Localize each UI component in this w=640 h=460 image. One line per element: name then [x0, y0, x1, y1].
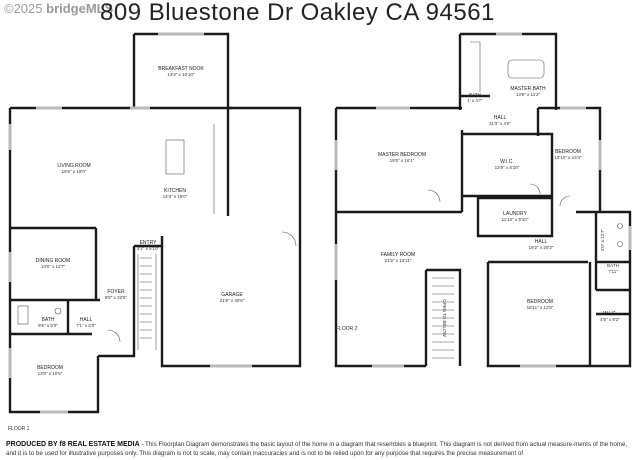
room-bedroom-dims: 13'0" x 10'5": [38, 371, 63, 376]
watermark: ©2025 bridgeMLS: [4, 1, 113, 16]
room-bedroom-bottom: BEDROOM: [527, 299, 553, 305]
floor2-windows: [334, 32, 632, 368]
room-living-room: LIVING ROOM: [57, 163, 90, 169]
room-hall: HALL: [80, 317, 93, 323]
room-breakfast-nook: BREAKFAST NOOK: [158, 66, 204, 72]
room-kitchen: KITCHEN: [164, 188, 186, 194]
copyright-text: ©2025: [4, 1, 43, 16]
room-hall-dims: 7'1" x 5'0": [76, 323, 96, 328]
floor1-windows: [8, 32, 252, 414]
room-master-bath-dims: 13'9" x 11'2": [516, 92, 541, 97]
room-garage-dims: 21'6" x 40'6": [220, 298, 245, 303]
room-bath: BATH: [42, 317, 55, 323]
room-master-bedroom: MASTER BEDROOM: [378, 152, 426, 158]
floor2-walls: [334, 32, 632, 368]
room-family-room: FAMILY ROOM: [381, 252, 415, 258]
producer-credit: PRODUCED BY f8 REAL ESTATE MEDIA: [6, 441, 140, 448]
room-entry: ENTRY: [140, 240, 158, 246]
room-wic-top-dims: 13'9" x 8'10": [495, 165, 520, 170]
room-dining-room-dims: 13'0" x 11'7": [41, 264, 66, 269]
room-laundry: LAUNDRY: [503, 211, 527, 217]
room-wic-top: W.I.C.: [500, 159, 514, 165]
room-bedroom-right-dims: 13'10" x 13'4": [554, 155, 582, 160]
room-bath-dims: 9'5" x 5'0": [38, 323, 58, 328]
floor1-label: FLOOR 1: [8, 426, 30, 432]
closet-dims: 4'0" x 12'7": [600, 229, 605, 252]
room-bedroom-bottom-dims: 16'11" x 12'8": [527, 305, 554, 310]
room-bath-right: BATH: [607, 263, 619, 268]
room-hall-top: HALL: [494, 115, 507, 121]
footer-disclaimer: PRODUCED BY f8 REAL ESTATE MEDIA - This …: [6, 440, 636, 458]
room-hall-mid-dims: 19'2" x 20'3": [529, 245, 554, 250]
floor2-label: FLOOR 2: [336, 326, 358, 332]
room-family-room-dims: 21'5" x 14'11": [385, 258, 412, 263]
room-master-bedroom-dims: 19'5" x 16'1": [390, 158, 415, 163]
room-hall-top-dims: 11'3" x 4'0": [489, 121, 511, 126]
open-to-below: OPEN TO BELOW: [442, 299, 447, 337]
room-hall-mid: HALL: [535, 239, 548, 245]
floor1-walls: [8, 32, 302, 414]
room-entry-dims: 3'2" x 5'10": [137, 246, 160, 251]
room-bath-small-dims: 1' x 4'7": [467, 98, 483, 103]
room-dining-room: DINING ROOM: [36, 258, 70, 264]
listing-address: 809 Bluestone Dr Oakley CA 94561: [100, 0, 495, 26]
room-wic-bottom-dims: 4'5" x 8'2": [600, 317, 620, 322]
header: ©2025 bridgeMLS 809 Bluestone Dr Oakley …: [0, 0, 640, 26]
room-bath-small: BATH: [469, 92, 481, 97]
disclaimer-text: - This Floorplan Diagram demonstrates th…: [6, 441, 628, 457]
room-wic-bottom: W.I.C.: [603, 311, 617, 317]
room-foyer: FOYER: [107, 289, 125, 295]
room-bedroom-right: BEDROOM: [555, 149, 581, 155]
floor2-details: [427, 41, 623, 359]
room-foyer-dims: 9'8" x 22'5": [105, 295, 128, 300]
room-bath-right-dims: 7'11": [608, 269, 618, 274]
floor1-details: [17, 124, 297, 350]
room-laundry-dims: 11'10" x 5'10": [502, 217, 529, 222]
room-bedroom: BEDROOM: [37, 365, 63, 371]
brand-logo: bridgeMLS: [46, 1, 114, 16]
room-breakfast-nook-dims: 13'9" x 10'10": [167, 72, 195, 77]
room-kitchen-dims: 14'3" x 18'0": [163, 194, 188, 199]
room-garage: GARAGE: [221, 292, 243, 298]
room-master-bath: MASTER BATH: [510, 86, 546, 92]
room-living-room-dims: 19'5" x 18'0": [62, 169, 87, 174]
